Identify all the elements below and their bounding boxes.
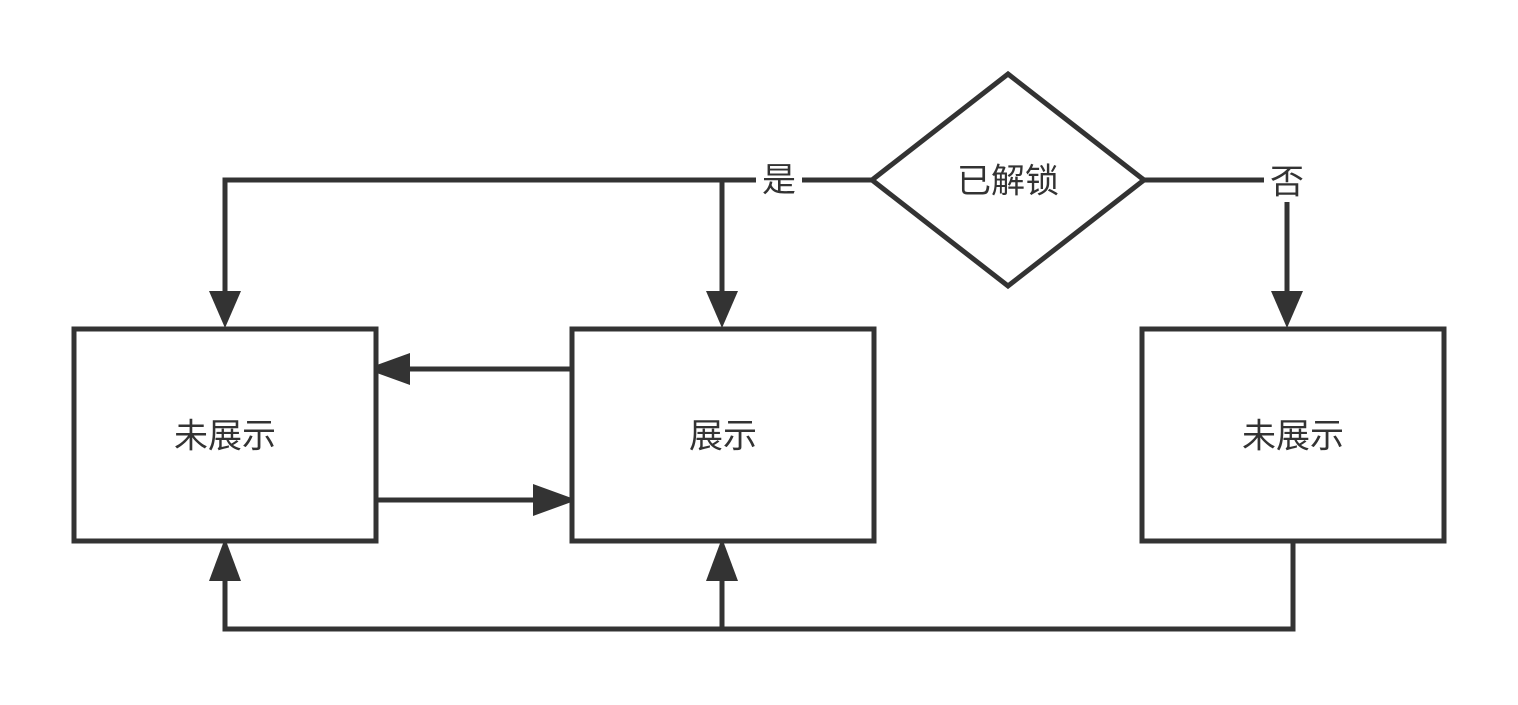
arrowhead-to-left-box-side (366, 353, 410, 385)
box-left (71, 326, 379, 544)
box-right (1139, 326, 1447, 544)
arrowhead-to-middle-box-top (706, 291, 738, 328)
box-middle-label: 展示 (689, 417, 757, 457)
box-left-label: 未展示 (174, 417, 276, 457)
no-label: 否 (1270, 163, 1304, 203)
edge-right-to-bottom-loop (222, 541, 1296, 632)
decision-diamond (867, 70, 1149, 290)
yes-label: 是 (762, 161, 796, 201)
box-middle (569, 326, 877, 544)
arrowhead-to-right-box-top (1271, 291, 1303, 328)
no-label-bg (1264, 160, 1310, 202)
arrowhead-to-left-box-top (209, 291, 241, 328)
arrowhead-to-middle-box-side (533, 484, 577, 516)
arrowhead-to-middle-box-bottom (706, 538, 738, 581)
yes-label-bg (756, 160, 802, 202)
decision-label: 已解锁 (957, 162, 1059, 202)
arrowhead-to-left-box-bottom (209, 538, 241, 581)
box-right-label: 未展示 (1242, 417, 1344, 457)
edge-yes-trunk (222, 177, 872, 295)
